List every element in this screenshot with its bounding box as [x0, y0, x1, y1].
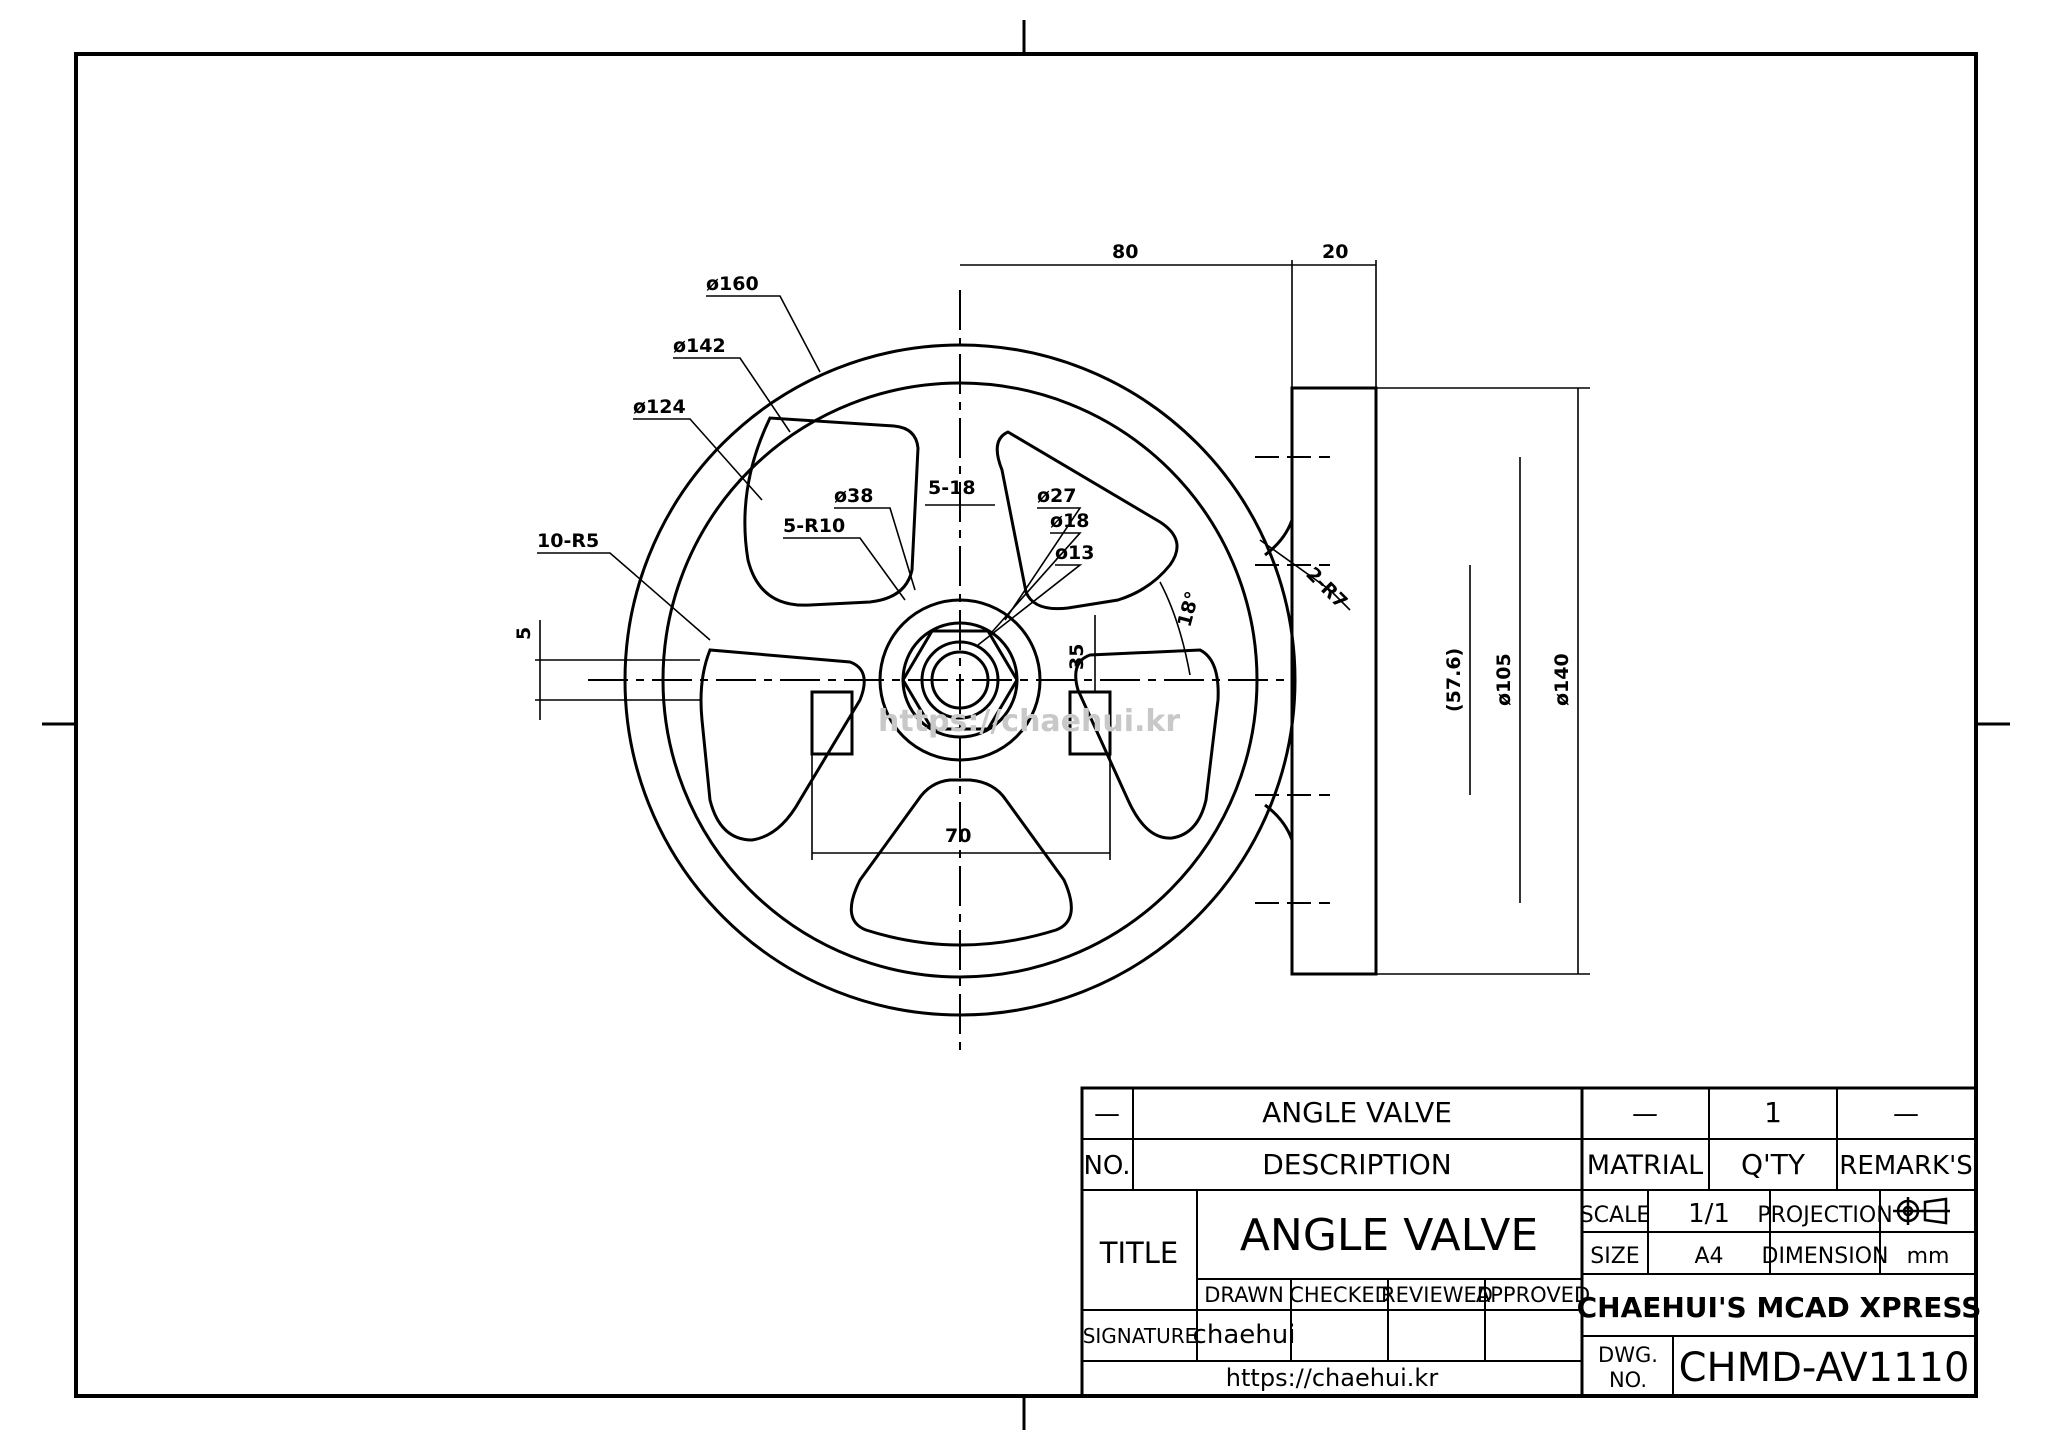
- dwg-no-label-1: DWG.: [1598, 1343, 1658, 1367]
- dim-d105: ø105: [1493, 653, 1515, 706]
- dim-57-6: (57.6): [1443, 648, 1465, 712]
- dim-d124: ø124: [633, 396, 686, 418]
- dim-d142: ø142: [673, 335, 726, 357]
- dim-80: 80: [1112, 241, 1138, 263]
- dwg-no-label-2: NO.: [1609, 1368, 1647, 1392]
- sheet-border: [42, 20, 2010, 1430]
- dim-70: 70: [945, 825, 971, 847]
- website-url: https://chaehui.kr: [1226, 1364, 1439, 1392]
- reviewed-label: REVIEWED: [1381, 1283, 1493, 1307]
- window-top-right: [995, 430, 1179, 611]
- row1-material: —: [1632, 1099, 1658, 1129]
- window-right: [1074, 648, 1220, 840]
- dim-5-18: 5-18: [928, 477, 976, 499]
- watermark-text: https://chaehui.kr: [878, 704, 1180, 739]
- row1-description: ANGLE VALVE: [1262, 1096, 1452, 1129]
- header-qty: Q'TY: [1741, 1148, 1806, 1181]
- wheel-side-view: [1264, 386, 1378, 976]
- row1-no: —: [1094, 1099, 1120, 1129]
- window-bottom: [849, 778, 1073, 947]
- dwg-no-value: CHMD-AV1110: [1679, 1345, 1970, 1391]
- dim-2-r7: 2-R7: [1301, 563, 1351, 613]
- window-top-left: [743, 416, 920, 607]
- size-label: SIZE: [1590, 1244, 1639, 1269]
- hex-nut: [901, 629, 1019, 731]
- projection-label: PROJECTION: [1757, 1203, 1892, 1228]
- title-label: TITLE: [1099, 1236, 1178, 1270]
- title-value: ANGLE VALVE: [1240, 1210, 1538, 1261]
- header-material: MATRIAL: [1587, 1150, 1703, 1181]
- scale-value: 1/1: [1688, 1199, 1730, 1229]
- dim-angle-18: 18°: [1174, 589, 1205, 629]
- signature-value: chaehui: [1193, 1320, 1296, 1350]
- dim-35: 35: [1066, 644, 1088, 670]
- center-lines: [588, 290, 1330, 1050]
- dim-d13: ø13: [1055, 542, 1095, 564]
- dim-d18: ø18: [1050, 510, 1090, 532]
- dim-5-r10: 5-R10: [783, 515, 845, 537]
- row1-qty: 1: [1764, 1096, 1782, 1129]
- keyway-right: [1068, 690, 1112, 756]
- row1-remarks: —: [1893, 1099, 1919, 1129]
- dimension-value: mm: [1907, 1244, 1950, 1269]
- header-no: NO.: [1083, 1151, 1130, 1181]
- checked-label: CHECKED: [1289, 1283, 1391, 1307]
- title-block: — ANGLE VALVE — 1 — NO. DESCRIPTION MATR…: [1080, 1086, 1982, 1398]
- dim-10-r5: 10-R5: [537, 530, 599, 552]
- drawn-label: DRAWN: [1204, 1283, 1284, 1307]
- size-value: A4: [1694, 1244, 1723, 1269]
- dim-d140: ø140: [1551, 653, 1573, 706]
- signature-label: SIGNATURE: [1083, 1324, 1198, 1348]
- third-angle-projection-icon: [1893, 1197, 1950, 1225]
- dimension-lines: [535, 260, 1590, 975]
- dim-20: 20: [1322, 241, 1348, 263]
- dimension-label: DIMENSION: [1762, 1244, 1889, 1269]
- window-left: [699, 648, 866, 842]
- dim-d27: ø27: [1037, 485, 1077, 507]
- header-description: DESCRIPTION: [1262, 1148, 1452, 1181]
- keyway-left: [810, 690, 854, 756]
- company-name: CHAEHUI'S MCAD XPRESS: [1577, 1291, 1982, 1324]
- dim-5: 5: [513, 627, 535, 640]
- header-remarks: REMARK'S: [1839, 1151, 1972, 1181]
- approved-label: APPROVED: [1476, 1283, 1590, 1307]
- scale-label: SCALE: [1580, 1203, 1651, 1228]
- dim-d160: ø160: [706, 273, 759, 295]
- dim-d38: ø38: [834, 485, 874, 507]
